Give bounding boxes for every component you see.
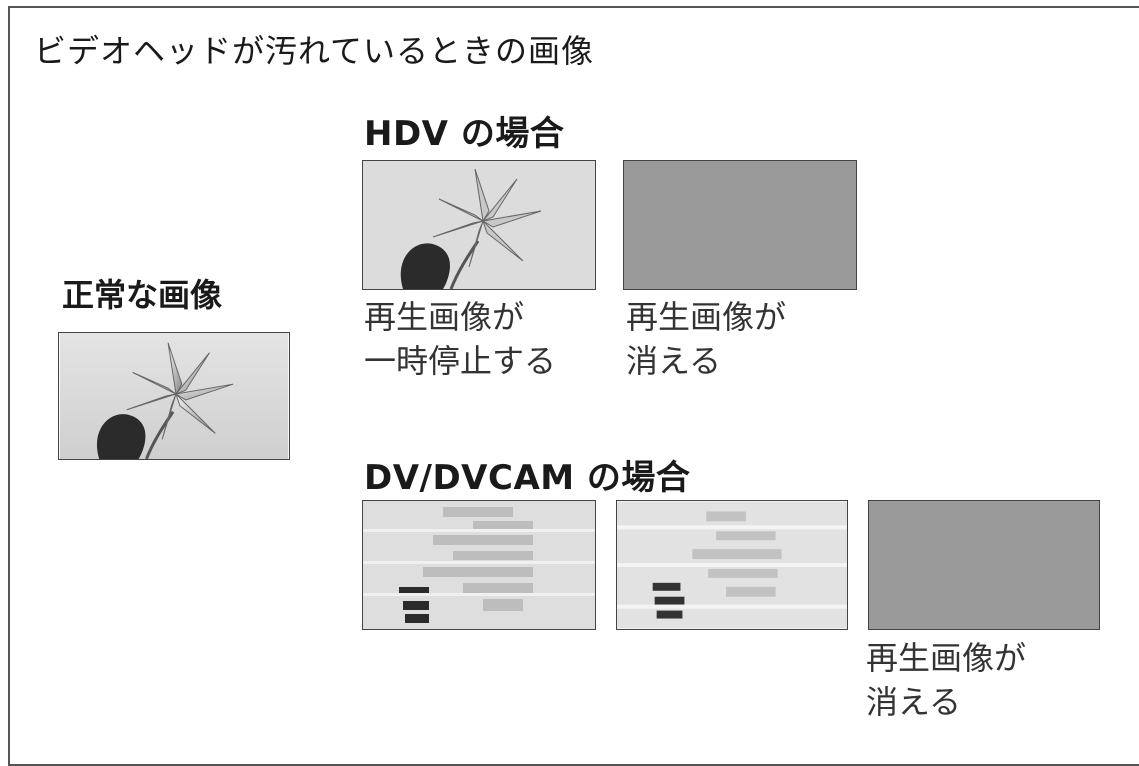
dv-caption-blank: 再生画像が 消える	[866, 636, 1026, 724]
dv-heading: DV/DVCAM の場合	[364, 458, 691, 498]
distorted-flower-icon	[363, 501, 595, 629]
caption-line: 消える	[626, 342, 722, 380]
dv-noise-image-2	[616, 500, 848, 630]
hdv-blank-image	[623, 160, 857, 290]
caption-line: 再生画像が	[866, 639, 1027, 677]
hdv-paused-image	[362, 160, 596, 290]
flower-icon	[363, 161, 595, 289]
normal-flower-image	[58, 332, 290, 460]
hdv-caption-blank: 再生画像が 消える	[626, 295, 786, 383]
dv-noise-image-1	[362, 500, 596, 630]
normal-image-label: 正常な画像	[62, 276, 223, 314]
hdv-caption-paused: 再生画像が 一時停止する	[364, 295, 556, 383]
caption-line: 消える	[866, 683, 962, 721]
caption-line: 再生画像が	[364, 298, 525, 336]
flower-icon	[59, 333, 289, 459]
caption-line: 再生画像が	[626, 298, 787, 336]
caption-line: 一時停止する	[364, 342, 557, 380]
hdv-heading: HDV の場合	[364, 114, 565, 154]
page-title: ビデオヘッドが汚れているときの画像	[34, 32, 595, 70]
dv-blank-image	[868, 500, 1100, 630]
distorted-flower-icon	[617, 501, 847, 629]
